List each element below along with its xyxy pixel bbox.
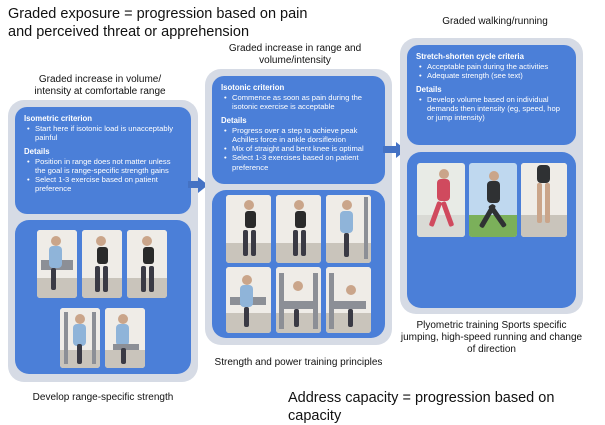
stage3-details-item: Develop volume based on individual deman…: [419, 95, 567, 123]
stage2-details-item: Mix of straight and bent knee is optimal: [224, 144, 376, 154]
stage2-criteria-card: Isotonic criterion Commence as soon as p…: [212, 76, 385, 184]
stage3-photo-panel: [407, 152, 576, 308]
exercise-photo: [326, 195, 371, 263]
stage3-details-heading: Details: [416, 85, 442, 95]
exercise-photo: [417, 163, 465, 237]
stage2-details-heading: Details: [221, 116, 247, 126]
stage2-details-item: Select 1-3 exercises based on patient pr…: [224, 153, 376, 172]
exercise-photo: [326, 267, 371, 333]
exercise-photo: [37, 230, 77, 298]
stage1-criteria-card: Isometric criterion Start here if isoton…: [15, 107, 191, 214]
bottom-title: Address capacity = progression based on …: [288, 390, 555, 424]
progression-arrow: [383, 146, 396, 153]
exercise-photo: [521, 163, 567, 237]
exercise-photo: [276, 267, 321, 333]
exercise-photo: [226, 195, 271, 263]
stage2-title: Graded increase in range and volume/inte…: [228, 43, 362, 66]
exercise-photo: [226, 267, 271, 333]
stage2-criterion-heading: Isotonic criterion: [221, 83, 285, 92]
stage2-criterion-item: Commence as soon as pain during the isot…: [224, 93, 376, 112]
exercise-photo: [276, 195, 321, 263]
stage1-details-heading: Details: [24, 147, 50, 157]
stage1-bottom-label: Develop range-specific strength: [32, 392, 174, 403]
exercise-photo: [105, 308, 145, 368]
stage3-criterion-heading: Stretch-shorten cycle criteria: [416, 52, 524, 61]
stage3-title: Graded walking/running: [442, 16, 548, 27]
exercise-photo: [60, 308, 100, 368]
stage1-title: Graded increase in volume/ intensity at …: [34, 74, 166, 97]
exercise-photo: [469, 163, 517, 237]
exercise-photo: [127, 230, 167, 298]
stage3-criteria-card: Stretch-shorten cycle criteria Acceptabl…: [407, 45, 576, 145]
top-title: Graded exposure = progression based on p…: [8, 6, 308, 40]
stage2-photo-panel: [212, 190, 385, 338]
stage1-details-item: Select 1-3 exercise based on patient pre…: [27, 175, 182, 194]
progression-arrow: [188, 181, 198, 188]
stage2-details-item: Progress over a step to achieve peak Ach…: [224, 126, 376, 145]
exercise-photo: [82, 230, 122, 298]
stage1-photo-panel: [15, 220, 191, 374]
stage3-bottom-label: Plyometric training Sports specific jump…: [400, 320, 583, 355]
stage1-criterion-heading: Isometric criterion: [24, 114, 93, 123]
stage1-details-item: Position in range does not matter unless…: [27, 157, 182, 176]
stage2-bottom-label: Strength and power training principles: [214, 357, 383, 368]
stage1-criterion-item: Start here if isotonic load is unaccepta…: [27, 124, 182, 143]
stage3-criterion-item: Acceptable pain during the activities: [419, 62, 567, 72]
stage3-criterion-item: Adequate strength (see text): [419, 71, 567, 81]
progression-arrow-head: [198, 177, 208, 193]
